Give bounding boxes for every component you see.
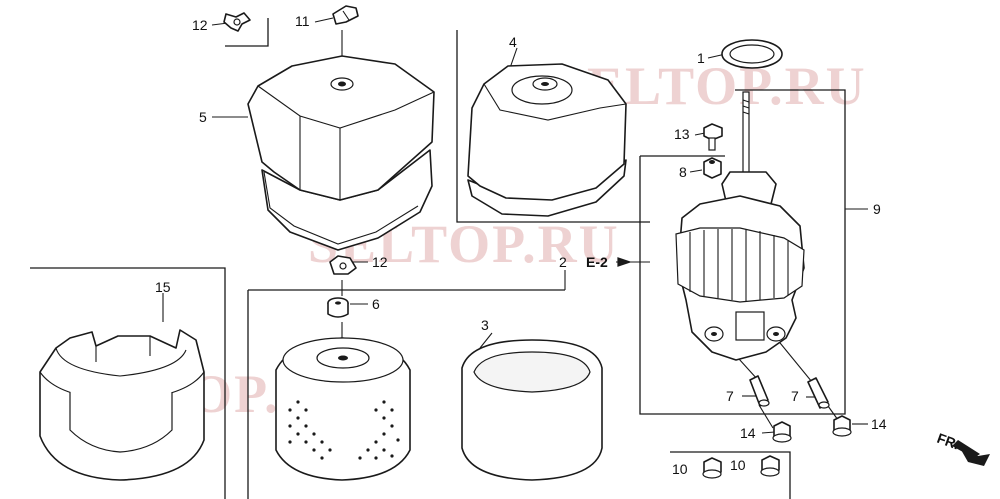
front-arrow	[952, 440, 990, 466]
callout-9: 9	[873, 201, 881, 217]
callout-12-top: 12	[192, 17, 208, 33]
callout-7-right: 7	[791, 388, 799, 404]
sleeves	[749, 375, 830, 409]
filter-element	[275, 337, 411, 481]
air-guide	[39, 329, 205, 481]
callout-10-right: 10	[730, 457, 746, 473]
bolt	[703, 123, 723, 151]
filter-perforations	[288, 400, 400, 460]
callout-4: 4	[509, 34, 517, 50]
wing-nut-top	[223, 12, 251, 32]
callout-11: 11	[295, 13, 310, 29]
hex-nuts	[702, 455, 780, 479]
foam-element	[461, 339, 603, 481]
callout-14-right: 14	[871, 416, 887, 432]
callout-10-left: 10	[672, 461, 688, 477]
callout-13: 13	[674, 126, 690, 142]
callout-labels: 12 11 4 1 5 13 8 9 E-2 12 2 15 6 3 7 7 1…	[155, 13, 962, 477]
gasket	[721, 39, 783, 69]
collar	[703, 157, 722, 179]
front-label: FR.	[935, 430, 962, 453]
air-cleaner-case	[675, 91, 805, 361]
grommet	[327, 297, 349, 318]
callout-12-middle: 12	[372, 254, 388, 270]
wing-nut-middle	[329, 255, 357, 275]
callout-7-left: 7	[726, 388, 734, 404]
callout-2: 2	[559, 254, 567, 270]
callout-15: 15	[155, 279, 171, 295]
flange-nuts	[772, 415, 852, 443]
callout-6: 6	[372, 296, 380, 312]
callout-1: 1	[697, 50, 705, 66]
callout-3: 3	[481, 317, 489, 333]
inner-cover	[467, 63, 627, 217]
reference-label: E-2	[586, 254, 608, 270]
callout-14-left: 14	[740, 425, 756, 441]
air-cleaner-cover	[247, 55, 435, 251]
wing-bolt	[332, 5, 359, 25]
reference-arrow	[617, 257, 632, 267]
callout-5: 5	[199, 109, 207, 125]
group-frames	[30, 18, 846, 499]
callout-8: 8	[679, 164, 687, 180]
